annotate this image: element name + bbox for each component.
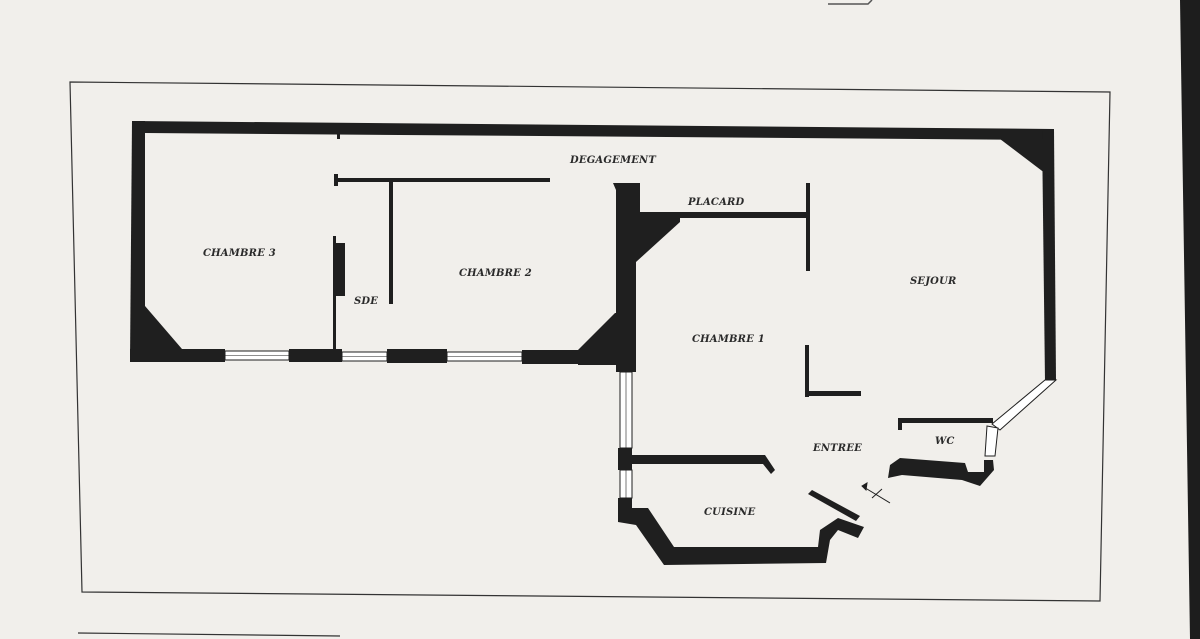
- wall-placard: [636, 212, 808, 218]
- room-label-wc: WC: [935, 436, 955, 447]
- wall-chambre2-left: [389, 181, 393, 304]
- walls: [130, 121, 1056, 565]
- room-label-chambre2: CHAMBRE 2: [459, 268, 532, 279]
- wall-chambre1-v: [805, 345, 809, 397]
- window-glazing-lines: [225, 355, 627, 498]
- wall-sde-left: [333, 236, 336, 349]
- wall-bottom-3: [387, 349, 447, 363]
- wall-sde-block: [336, 243, 345, 296]
- wall-left: [130, 121, 145, 361]
- room-label-chambre1: CHAMBRE 1: [692, 334, 765, 345]
- wall-corner-top-right: [1000, 139, 1054, 180]
- room-label-chambre3: CHAMBRE 3: [203, 248, 276, 259]
- wall-kitchen-top: [632, 455, 775, 474]
- paper-shadow-edge: [1180, 0, 1200, 639]
- wall-pier: [613, 183, 680, 372]
- entrance-door-marker: [861, 482, 891, 504]
- wall-wc-stub: [898, 418, 902, 430]
- wall-entree-diag: [808, 490, 860, 521]
- wall-top: [132, 121, 1054, 140]
- room-label-degagement: DEGAGEMENT: [569, 155, 657, 166]
- wall-chambre1-h: [805, 391, 861, 396]
- paper-fold-mark: [828, 0, 873, 5]
- wall-corner-chambre3: [145, 306, 182, 349]
- room-label-placard: PLACARD: [687, 197, 745, 208]
- wall-right: [1042, 130, 1056, 382]
- wall-placard-side: [806, 183, 810, 271]
- wall-top-stub: [337, 133, 340, 139]
- wall-bottom-2: [289, 349, 342, 362]
- wall-corridor-stub: [334, 174, 338, 186]
- wall-corridor-a: [334, 178, 550, 182]
- window-wc: [984, 425, 999, 457]
- wall-kitchen-left-1: [618, 448, 632, 470]
- room-label-sde: SDE: [354, 296, 378, 307]
- bottom-page-rule: [77, 632, 341, 637]
- room-label-entree: ENTREE: [812, 443, 862, 454]
- room-label-cuisine: CUISINE: [704, 507, 756, 518]
- wall-wc-top: [898, 418, 993, 423]
- window-sejour-bay: [991, 379, 1058, 431]
- wall-wc-bottom: [888, 458, 994, 486]
- room-label-sejour: SEJOUR: [910, 276, 957, 287]
- wall-bottom-1: [130, 349, 225, 362]
- drawing-border: [69, 81, 1111, 602]
- wall-kitchen-outer: [618, 508, 864, 565]
